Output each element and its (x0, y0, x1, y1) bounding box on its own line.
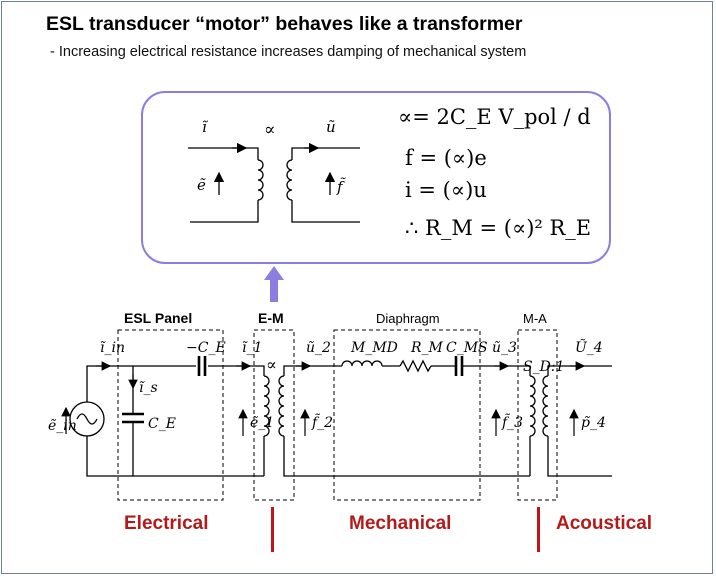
em-voltage-label: ẽ_1 (250, 415, 274, 431)
slide-subtitle: - Increasing electrical resistance incre… (50, 44, 527, 60)
callout-transformer (188, 147, 360, 223)
section-acoustical: Acoustical (556, 513, 653, 534)
section-divider-2 (537, 507, 540, 552)
section-electrical: Electrical (124, 513, 209, 534)
callout-velocity-label: ũ (326, 118, 336, 136)
equation-4: ∴ R_M = (∝)² R_E (405, 216, 591, 240)
ma-box (517, 329, 558, 501)
callout-ratio-label: ∝ (264, 120, 276, 140)
diaphragm-box (333, 329, 481, 501)
em-current-label: ĩ_1 (242, 340, 262, 356)
capacitors (122, 356, 464, 424)
em-ratio-label: ∝ (266, 355, 277, 374)
esl-panel-label: ESL Panel (124, 310, 192, 326)
equation-3: i = (∝)u (405, 178, 487, 202)
mass-label: M_MD (350, 340, 398, 356)
esl-panel-box (117, 329, 224, 501)
section-mechanical: Mechanical (349, 513, 452, 534)
ma-ratio-label: S_D:1 (523, 359, 564, 375)
callout-voltage-label: ẽ (197, 176, 206, 194)
em-label: E-M (258, 310, 284, 326)
transformer-callout (141, 91, 611, 264)
volume-velocity-label: Ũ_4 (575, 338, 603, 356)
pressure-label: p̃_4 (581, 415, 606, 431)
callout-current-label: ĩ (202, 118, 209, 136)
diaphragm-label: Diaphragm (376, 311, 440, 326)
mech-velocity-out-label: ũ_3 (492, 340, 517, 356)
source-voltage-label: ẽ_in (48, 418, 77, 434)
shunt-current-label: ĩ_s (139, 380, 158, 396)
up-arrow-icon (264, 266, 284, 302)
compliance-label: C_MS (446, 340, 488, 356)
ac-source-icon (69, 401, 105, 437)
resistance-label: R_M (410, 340, 444, 356)
section-divider-1 (271, 507, 274, 552)
mech-force-out-label: f̃_3 (501, 413, 523, 431)
series-cap-label: −C_E (186, 340, 226, 356)
source-current-label: ĩ_in (100, 340, 125, 356)
equation-1: ∝= 2C_E V_pol / d (398, 105, 591, 129)
slide-title: ESL transducer “motor” behaves like a tr… (46, 13, 523, 35)
equation-2: f = (∝)e (405, 146, 487, 170)
mech-velocity-in-label: ũ_2 (306, 340, 331, 356)
shunt-cap-label: C_E (148, 416, 176, 432)
callout-force-label: f̃ (336, 178, 346, 196)
ma-label: M-A (523, 311, 547, 326)
mech-force-in-label: f̃_2 (311, 413, 333, 431)
